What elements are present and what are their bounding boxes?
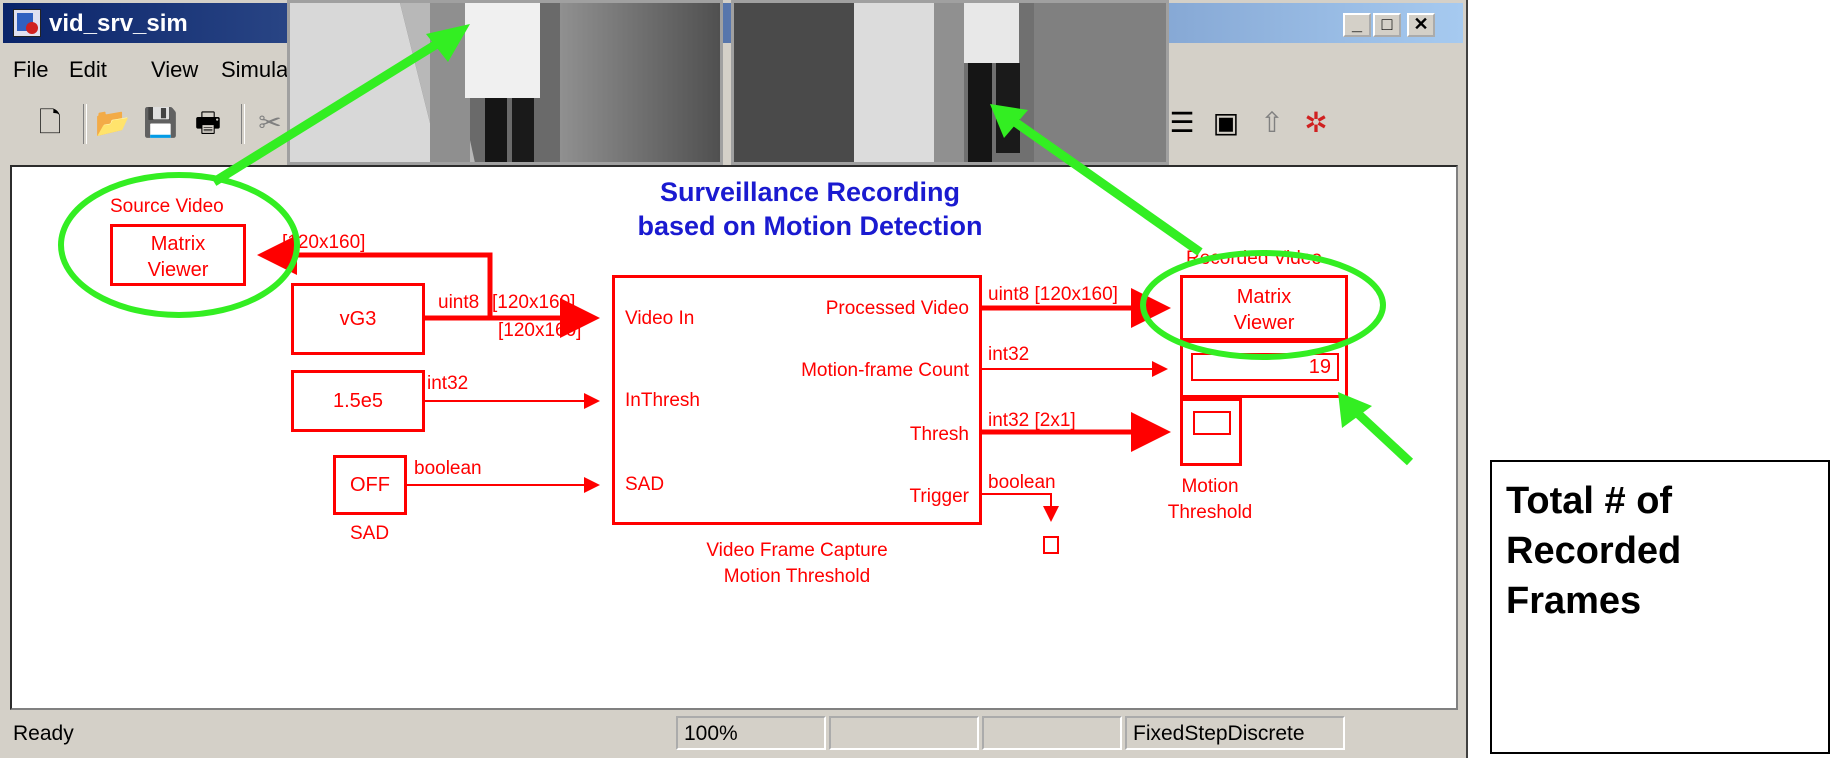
diagram-title-line2: based on Motion Detection — [637, 211, 983, 241]
port-video-in: Video In — [625, 308, 695, 329]
port-processed-video: Processed Video — [825, 298, 969, 319]
cut-icon[interactable]: ✂ — [258, 107, 282, 138]
terminator-block[interactable] — [1043, 536, 1059, 554]
toolbar: 🗋 📂 💾 🖶 ✂ ☰ ▣ ⇧ ✲ — [3, 92, 1463, 158]
scope-label-line2: Threshold — [1167, 502, 1253, 523]
trigger-signal: boolean — [988, 472, 1056, 493]
menu-bar: File Edit View Simulat — [3, 47, 1463, 87]
block-text: Viewer — [1233, 312, 1295, 334]
sad-block-label: SAD — [350, 523, 390, 544]
diagram-title: Surveillance Recording based on Motion D… — [560, 175, 1060, 243]
menu-edit[interactable]: Edit — [69, 57, 107, 82]
source-video-frame-drawing — [290, 3, 720, 162]
video-frame-capture-subsystem[interactable]: Video In InThresh SAD Processed Video Mo… — [612, 275, 982, 525]
block-text: Matrix — [1236, 286, 1292, 308]
sad-signal-type: boolean — [414, 458, 482, 479]
port-thresh: Thresh — [909, 424, 969, 445]
block-text: Viewer — [147, 259, 209, 281]
recorded-video-frame-drawing — [734, 3, 1166, 162]
menu-view[interactable]: View — [151, 57, 199, 82]
open-icon[interactable]: 📂 — [95, 107, 130, 138]
print-icon[interactable]: 🖶 — [194, 107, 222, 138]
vg3-source-block[interactable]: vG3 — [291, 283, 425, 355]
list-icon[interactable]: ☰ — [1169, 107, 1195, 138]
up-icon[interactable]: ⇧ — [1260, 107, 1284, 138]
new-icon[interactable]: 🗋 — [38, 107, 62, 138]
status-solver: FixedStepDiscrete — [1125, 716, 1345, 750]
minimize-button[interactable]: _ — [1343, 13, 1371, 37]
toolbar-separator — [83, 104, 87, 144]
menu-file[interactable]: File — [13, 57, 49, 82]
block-text: Matrix — [150, 233, 206, 255]
scope-label-line1: Motion — [1181, 476, 1239, 497]
source-video-label: Source Video — [110, 196, 224, 217]
total-recorded-frames-callout: Total # of Recorded Frames — [1490, 460, 1830, 754]
vg3-signal-type: uint8 — [438, 292, 480, 313]
callout-line3: Frames — [1506, 580, 1642, 622]
diagram-title-line1: Surveillance Recording — [659, 177, 961, 207]
sad-switch-block[interactable]: OFF — [333, 455, 407, 515]
port-inthresh: InThresh — [625, 390, 700, 411]
window-title: vid_srv_sim — [49, 10, 188, 37]
processed-video-signal: uint8 [120x160] — [988, 284, 1118, 305]
model-browser-icon[interactable]: ▣ — [1212, 107, 1240, 138]
subsystem-caption-line1: Video Frame Capture — [706, 540, 888, 561]
callout-line1: Total # of — [1506, 480, 1673, 522]
source-signal-label: [120x160] — [282, 232, 366, 253]
subsystem-caption-line2: Motion Threshold — [723, 566, 871, 587]
source-matrix-viewer-block[interactable]: Matrix Viewer — [110, 224, 246, 286]
simulink-app-icon[interactable] — [13, 9, 41, 37]
recorded-highlight-ellipse — [1140, 250, 1386, 360]
port-trigger: Trigger — [909, 486, 969, 507]
scope-label: Motion Threshold — [1160, 474, 1260, 526]
motion-count-signal: int32 — [988, 344, 1030, 365]
recorded-matrix-viewer-block[interactable]: Matrix Viewer — [1180, 275, 1348, 341]
callout-line2: Recorded — [1506, 530, 1682, 572]
maximize-button[interactable]: □ — [1373, 13, 1401, 37]
constant-threshold-block[interactable]: 1.5e5 — [291, 370, 425, 432]
recorded-video-frame-image — [731, 0, 1169, 165]
status-bar: Ready 100% FixedStepDiscrete — [3, 710, 1463, 756]
save-icon[interactable]: 💾 — [143, 107, 178, 138]
status-zoom: 100% — [676, 716, 826, 750]
motion-threshold-scope-block[interactable] — [1180, 398, 1242, 466]
port-motion-frame-count: Motion-frame Count — [801, 360, 969, 381]
port-sad: SAD — [625, 474, 665, 495]
toolbar-separator — [241, 104, 245, 144]
vg3-signal-dim: [120x160] — [492, 292, 576, 313]
scope-screen — [1193, 411, 1231, 435]
close-button[interactable]: ✕ — [1407, 13, 1435, 37]
constant-signal-type: int32 — [427, 373, 469, 394]
status-cell-empty — [982, 716, 1122, 750]
status-ready: Ready — [13, 722, 74, 745]
status-cell-empty — [829, 716, 979, 750]
subsystem-caption: Video Frame Capture Motion Threshold — [612, 538, 982, 590]
debug-icon[interactable]: ✲ — [1304, 107, 1328, 138]
thresh-signal: int32 [2x1] — [988, 410, 1076, 431]
menu-simulation[interactable]: Simulat — [221, 57, 295, 82]
source-video-frame-image — [287, 0, 723, 165]
source-highlight-ellipse — [58, 172, 300, 318]
